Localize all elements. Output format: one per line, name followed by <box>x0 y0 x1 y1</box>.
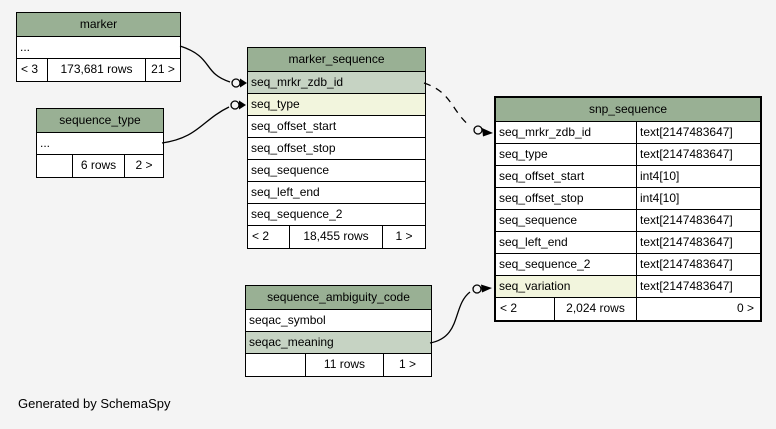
column-seq_sequence_2: seq_sequence_2 <box>248 204 425 226</box>
footer-parents <box>37 155 73 177</box>
table-snp_sequence-header[interactable]: snp_sequence <box>496 98 760 122</box>
column-name: seq_sequence <box>496 210 637 231</box>
column-seq_offset_start: seq_offset_start int4[10] <box>496 166 760 188</box>
footer-children: 0 > <box>736 301 754 315</box>
zero-or-one-icon <box>472 284 482 294</box>
zero-or-one-icon <box>231 78 241 88</box>
column-type: int4[10] <box>637 188 760 209</box>
arrowhead-icon <box>239 100 246 110</box>
column-seq_mrkr_zdb_id: seq_mrkr_zdb_id <box>248 72 425 94</box>
edge-marker_sequence-to-snp_sequence-dashed <box>423 82 493 137</box>
column-seq_left_end: seq_left_end text[2147483647] <box>496 232 760 254</box>
table-sequence_ambiguity_code-header[interactable]: sequence_ambiguity_code <box>246 286 431 310</box>
zero-or-one-icon <box>230 100 240 110</box>
column-seq_sequence: seq_sequence <box>248 160 425 182</box>
table-sequence_type-ellipsis-row: ... <box>37 133 163 155</box>
footer-parents: < 2 <box>248 226 290 248</box>
column-name: seq_variation <box>496 276 637 297</box>
column-name: seq_mrkr_zdb_id <box>496 122 637 143</box>
column-seq_sequence: seq_sequence text[2147483647] <box>496 210 760 232</box>
table-marker-ellipsis-row: ... <box>17 37 180 59</box>
column-seqac_symbol: seqac_symbol <box>246 310 431 332</box>
footer-rowcount: 2,024 rows <box>555 298 637 320</box>
table-sequence_ambiguity_code: sequence_ambiguity_code seqac_symbol seq… <box>245 285 432 377</box>
footer-parents: < 2 <box>496 298 555 320</box>
footer-children: 21 > <box>151 62 175 76</box>
footer-rowcount: 6 rows <box>73 155 125 177</box>
column-name: seq_left_end <box>496 232 637 253</box>
footer-children: 1 > <box>395 229 413 243</box>
footer-parents: < 3 <box>17 59 48 81</box>
edge-sequence_ambiguity_code-to-snp_sequence <box>429 284 492 344</box>
footer-rowcount: 11 rows <box>306 354 384 376</box>
arrowhead-icon <box>482 128 493 137</box>
table-marker_sequence-footer: < 2 18,455 rows 1 > <box>248 226 425 248</box>
edge-sequence_type-to-marker_sequence <box>161 100 246 144</box>
column-type: text[2147483647] <box>637 276 760 297</box>
column-seq_offset_stop: seq_offset_stop int4[10] <box>496 188 760 210</box>
generated-by-credit: Generated by SchemaSpy <box>18 396 171 411</box>
column-seq_sequence_2: seq_sequence_2 text[2147483647] <box>496 254 760 276</box>
table-marker-footer: < 3 173,681 rows 21 > <box>17 59 180 81</box>
footer-parents <box>246 354 306 376</box>
column-name: seq_type <box>496 144 637 165</box>
arrowhead-icon <box>481 284 492 293</box>
column-type: text[2147483647] <box>637 254 760 275</box>
column-type: text[2147483647] <box>637 122 760 143</box>
column-seq_variation: seq_variation text[2147483647] <box>496 276 760 298</box>
column-type: text[2147483647] <box>637 232 760 253</box>
column-type: text[2147483647] <box>637 144 760 165</box>
zero-or-one-icon <box>473 125 483 135</box>
table-marker-header[interactable]: marker <box>17 13 180 37</box>
table-snp_sequence-footer: < 2 2,024 rows 0 > <box>496 298 760 320</box>
table-snp_sequence: snp_sequence seq_mrkr_zdb_id text[214748… <box>494 96 762 322</box>
edge-marker-to-marker_sequence <box>179 45 247 88</box>
table-sequence_type-header[interactable]: sequence_type <box>37 109 163 133</box>
column-name: seq_offset_stop <box>496 188 637 209</box>
footer-rowcount: 173,681 rows <box>48 59 146 81</box>
column-seq_type: seq_type <box>248 94 425 116</box>
column-name: seq_sequence_2 <box>496 254 637 275</box>
table-sequence_type-footer: 6 rows 2 > <box>37 155 163 177</box>
column-name: seq_offset_start <box>496 166 637 187</box>
column-seq_offset_start: seq_offset_start <box>248 116 425 138</box>
table-marker_sequence-header[interactable]: marker_sequence <box>248 48 425 72</box>
footer-children: 2 > <box>135 158 153 172</box>
footer-rowcount: 18,455 rows <box>290 226 383 248</box>
column-seq_offset_stop: seq_offset_stop <box>248 138 425 160</box>
column-seq_left_end: seq_left_end <box>248 182 425 204</box>
footer-children: 1 > <box>398 357 416 371</box>
table-marker: marker ... < 3 173,681 rows 21 > <box>16 12 181 82</box>
table-marker_sequence: marker_sequence seq_mrkr_zdb_id seq_type… <box>247 47 426 249</box>
column-type: text[2147483647] <box>637 210 760 231</box>
arrowhead-icon <box>240 78 247 88</box>
table-sequence_type: sequence_type ... 6 rows 2 > <box>36 108 164 178</box>
table-sequence_ambiguity_code-footer: 11 rows 1 > <box>246 354 431 376</box>
column-seqac_meaning: seqac_meaning <box>246 332 431 354</box>
column-seq_type: seq_type text[2147483647] <box>496 144 760 166</box>
column-seq_mrkr_zdb_id: seq_mrkr_zdb_id text[2147483647] <box>496 122 760 144</box>
column-type: int4[10] <box>637 166 760 187</box>
